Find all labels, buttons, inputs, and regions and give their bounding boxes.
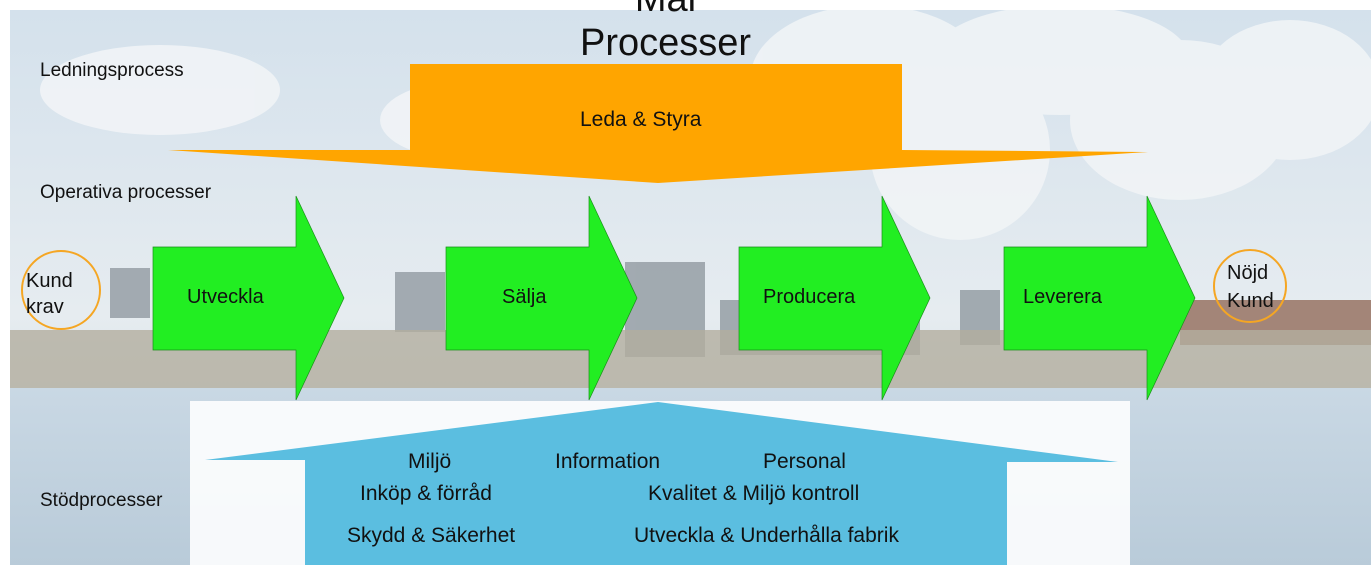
support-arrow-shape xyxy=(205,402,1118,565)
support-item-information: Information xyxy=(555,450,661,473)
satisfied-customer-circle xyxy=(1213,249,1287,323)
title-line-1: Mål xyxy=(0,0,1331,21)
support-item-underhall: Utveckla & Underhålla fabrik xyxy=(634,524,899,547)
operative-step-label: Producera xyxy=(763,286,856,308)
customer-requirement-circle xyxy=(21,250,101,330)
support-item-personal: Personal xyxy=(763,450,846,473)
operative-arrow-4-shape xyxy=(1003,195,1196,401)
operative-arrow-3-shape xyxy=(738,195,931,401)
support-item-inkop: Inköp & förråd xyxy=(360,482,492,505)
operative-step-label: Leverera xyxy=(1023,286,1102,308)
customer-requirement-line-2: krav xyxy=(26,296,64,318)
title-line-2: Processer xyxy=(579,22,752,64)
support-item-miljo: Miljö xyxy=(408,450,452,473)
management-arrow-label: Leda & Styra xyxy=(580,108,702,131)
customer-requirement-line-1: Kund xyxy=(26,270,73,292)
management-arrow-shape xyxy=(168,64,1148,183)
operative-step-label: Sälja xyxy=(502,286,547,308)
support-item-skydd: Skydd & Säkerhet xyxy=(347,524,516,547)
lane-label-management: Ledningsprocess xyxy=(40,60,184,81)
satisfied-customer-line-2: Kund xyxy=(1227,290,1274,312)
lane-label-operative: Operativa processer xyxy=(40,182,212,203)
operative-arrow-1-shape xyxy=(152,195,345,401)
satisfied-customer-line-1: Nöjd xyxy=(1227,262,1269,284)
lane-label-support: Stödprocesser xyxy=(40,490,163,511)
operative-arrow-2-shape xyxy=(445,195,638,401)
support-item-kvalitet: Kvalitet & Miljö kontroll xyxy=(648,482,860,505)
operative-step-label: Utveckla xyxy=(187,286,264,308)
